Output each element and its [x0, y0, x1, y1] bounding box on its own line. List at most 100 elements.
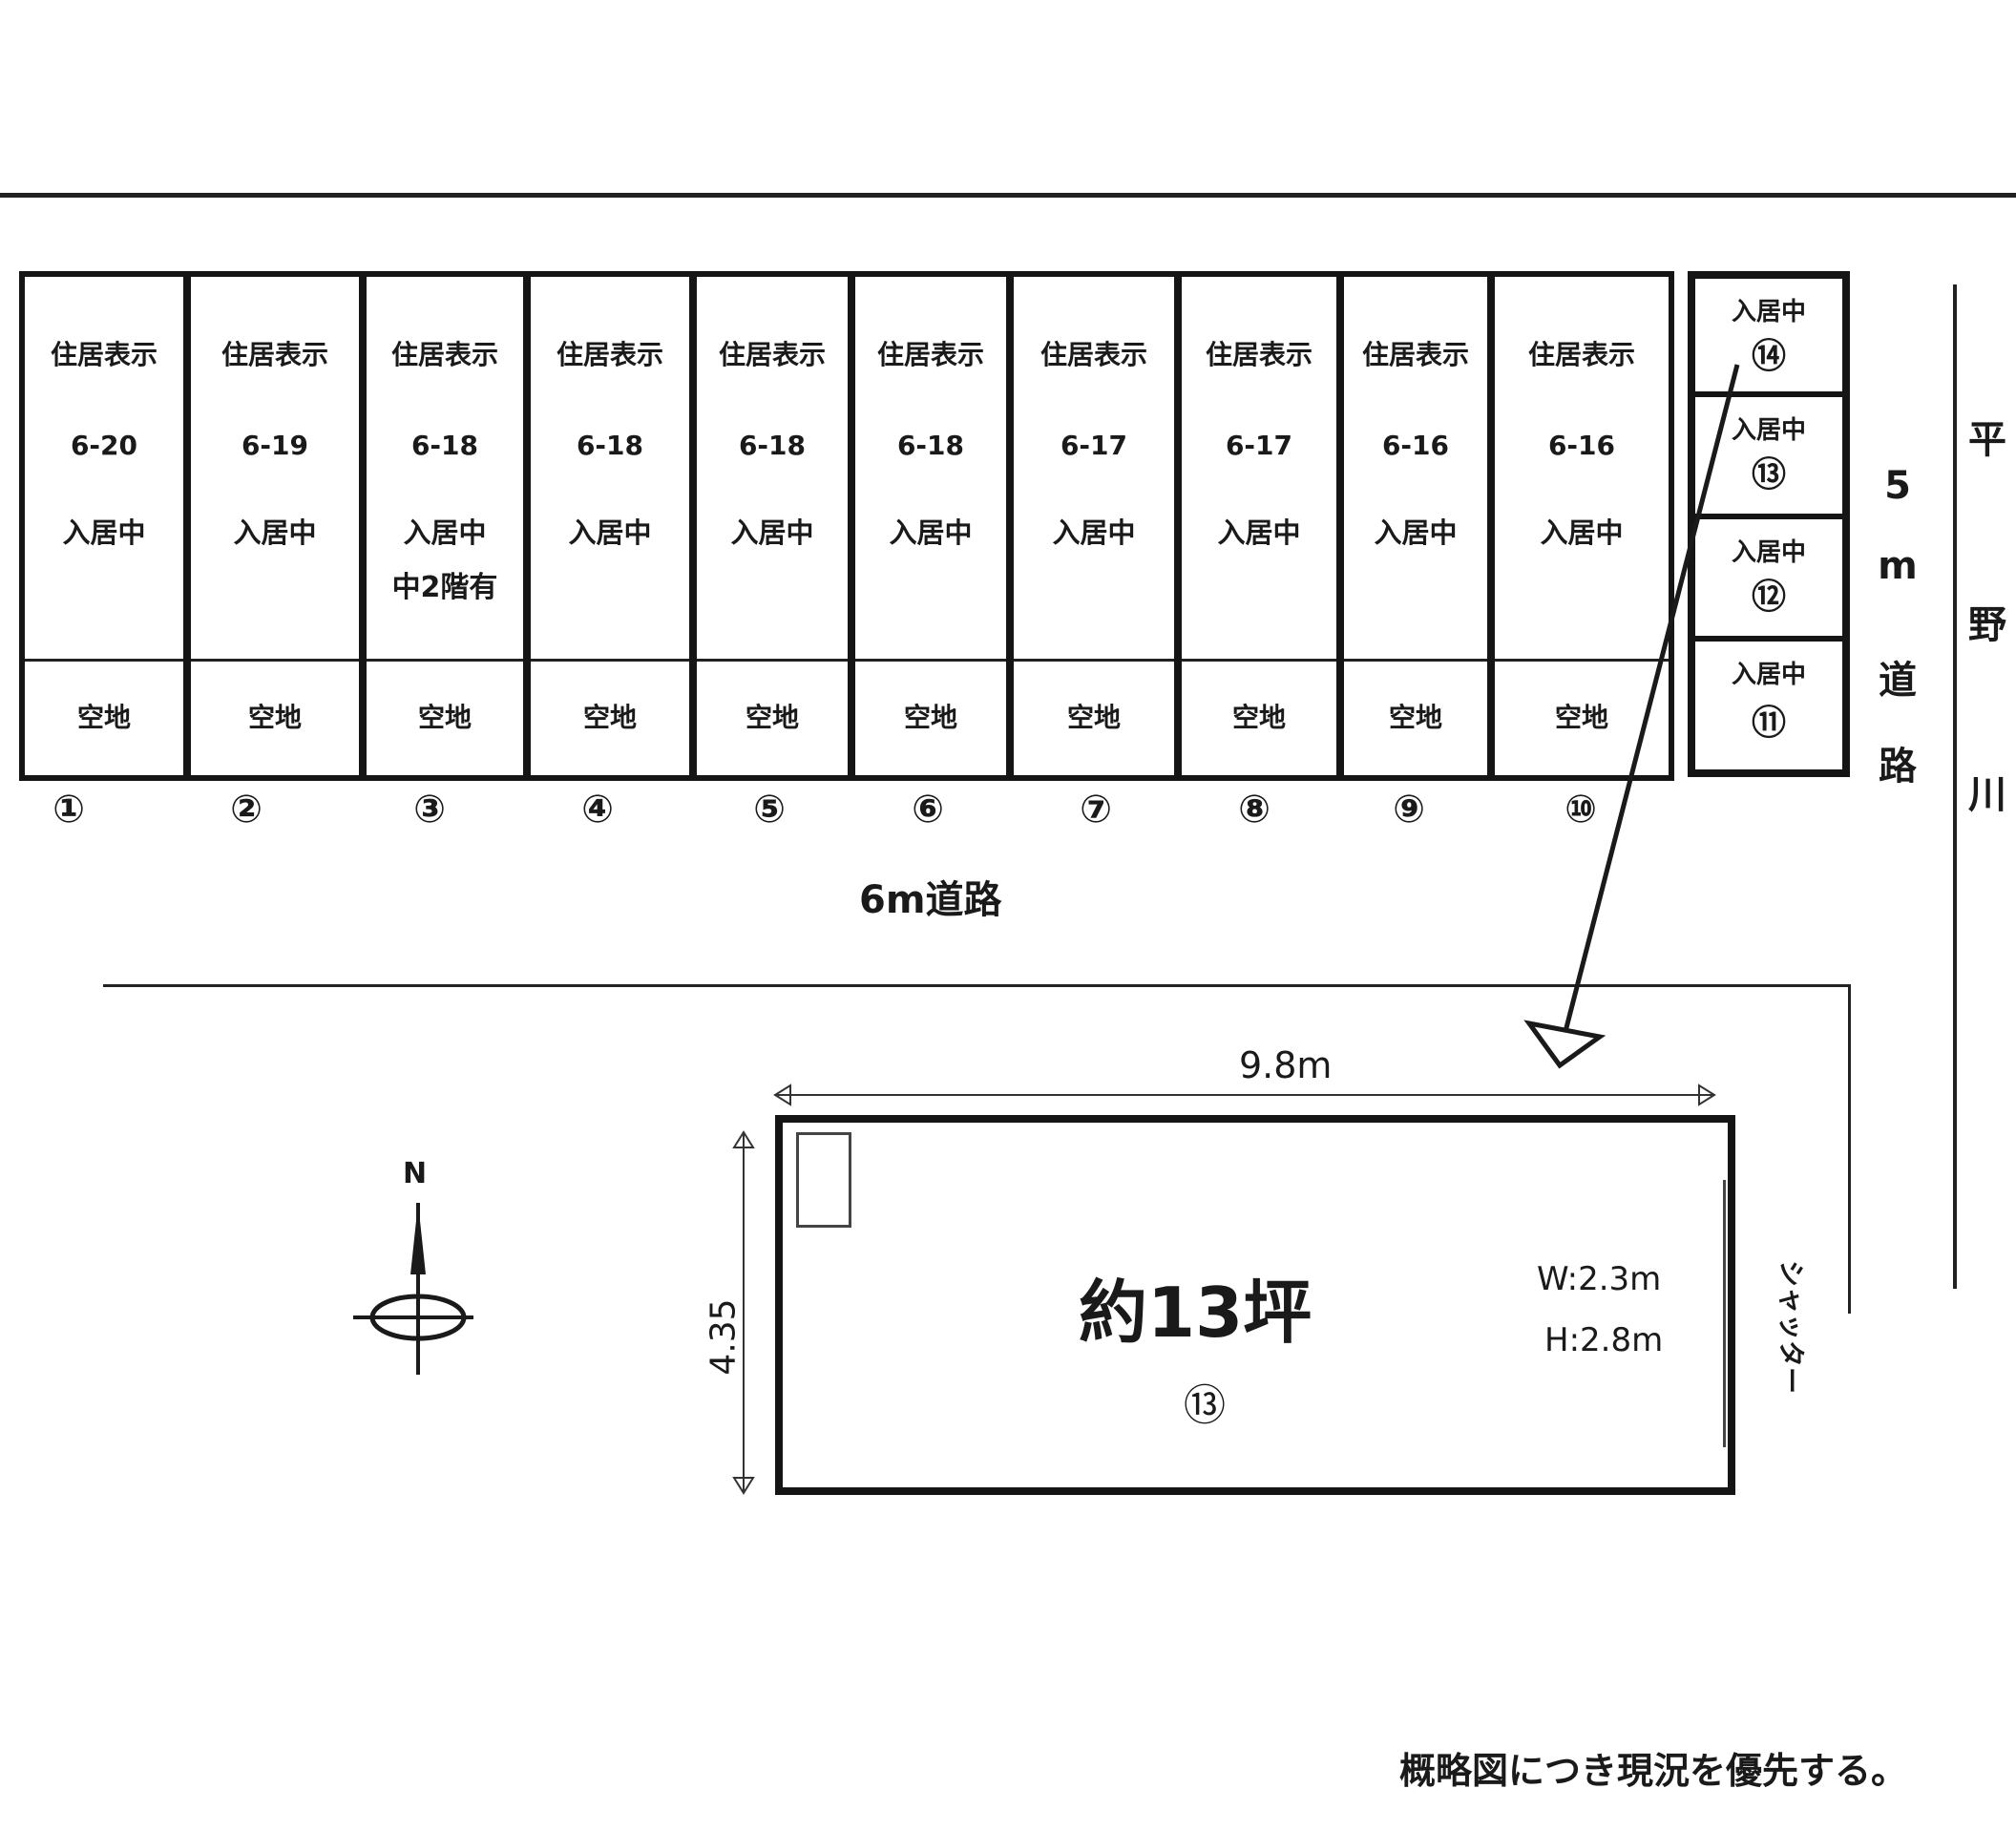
unit-status: 入居中 — [62, 516, 146, 549]
unit-address-number: 6-18 — [410, 430, 479, 461]
side-unit[interactable]: 入居中 ⑪ — [1695, 642, 1842, 769]
plan-area-label: 約13坪 — [1079, 1273, 1312, 1353]
unit-yard-label: 空地 — [247, 702, 302, 733]
unit-status: 入居中 — [889, 516, 973, 549]
east-road-char: 路 — [1879, 745, 1917, 789]
unit-address-label: 住居表示 — [50, 339, 158, 370]
yard-divider — [1182, 659, 1336, 662]
unit-address-label: 住居表示 — [718, 339, 826, 370]
unit-address-label: 住居表示 — [1205, 339, 1312, 370]
unit-status: 入居中 — [1217, 516, 1301, 549]
unit-number: ⑧ — [1238, 788, 1270, 831]
unit-address-number: 6-20 — [70, 430, 138, 461]
side-unit-divider — [1695, 514, 1842, 519]
unit-number: ⑩ — [1564, 788, 1597, 831]
unit-block[interactable]: 住居表示 6-20 入居中空地 — [19, 271, 189, 781]
yard-divider — [25, 659, 183, 662]
side-unit[interactable]: 入居中 ⑬ — [1695, 397, 1842, 516]
south-road-label: 6m道路 — [859, 878, 1002, 922]
unit-status: 入居中 — [403, 516, 487, 549]
road-edge-line — [103, 984, 1850, 987]
side-unit-status: 入居中 — [1731, 661, 1806, 689]
side-unit-status: 入居中 — [1731, 538, 1806, 567]
unit-number: ① — [52, 788, 85, 831]
unit-address-number: 6-17 — [1225, 430, 1293, 461]
unit-address-label: 住居表示 — [1527, 339, 1635, 370]
unit-yard-label: 空地 — [745, 702, 799, 733]
river-line — [1953, 284, 1957, 1289]
side-unit-stack: 入居中 ⑭ 入居中 ⑬ 入居中 ⑫ 入居中 ⑪ — [1688, 271, 1850, 777]
yard-divider — [1014, 659, 1174, 662]
unit-yard-label: 空地 — [1388, 702, 1442, 733]
unit-address-label: 住居表示 — [220, 339, 328, 370]
unit-address-label: 住居表示 — [876, 339, 984, 370]
unit-yard-label: 空地 — [76, 702, 131, 733]
unit-block[interactable]: 住居表示 6-16 入居中空地 — [1338, 271, 1493, 781]
yard-divider — [1344, 659, 1487, 662]
river-char: 平 — [1968, 418, 2006, 462]
side-unit-number: ⑬ — [1751, 455, 1786, 495]
unit-number: ③ — [413, 788, 446, 831]
unit-address-label: 住居表示 — [1040, 339, 1147, 370]
yard-divider — [531, 659, 689, 662]
unit-yard-label: 空地 — [1554, 702, 1608, 733]
unit-address-number: 6-18 — [738, 430, 807, 461]
unit-address-number: 6-19 — [241, 430, 309, 461]
compass-north-label: N — [403, 1157, 428, 1190]
side-unit-number: ⑭ — [1751, 337, 1786, 376]
footnote: 概略図につき現況を優先する。 — [1399, 1750, 1908, 1792]
yard-divider — [191, 659, 359, 662]
yard-divider — [1495, 659, 1669, 662]
side-unit[interactable]: 入居中 ⑭ — [1695, 279, 1842, 393]
plan-unit-number: ⑬ — [1184, 1381, 1226, 1430]
unit-block[interactable]: 住居表示 6-19 入居中空地 — [185, 271, 365, 781]
unit-address-number: 6-18 — [896, 430, 965, 461]
unit-note: 中2階有 — [391, 571, 498, 604]
east-road-char: 5 — [1884, 464, 1911, 508]
unit-status: 入居中 — [1540, 516, 1624, 549]
plan-width-label: 9.8m — [1239, 1044, 1333, 1086]
east-road-char: m — [1878, 544, 1918, 588]
unit-block[interactable]: 住居表示 6-17 入居中空地 — [1176, 271, 1342, 781]
side-unit-number: ⑪ — [1751, 704, 1786, 743]
unit-yard-label: 空地 — [903, 702, 957, 733]
yard-divider — [697, 659, 848, 662]
river-char: 川 — [1968, 773, 2006, 817]
unit-address-number: 6-17 — [1060, 430, 1128, 461]
unit-block[interactable]: 住居表示 6-18 入居中空地 — [850, 271, 1012, 781]
unit-block[interactable]: 住居表示 6-18 入居中空地 — [691, 271, 853, 781]
unit-number: ⑤ — [753, 788, 786, 831]
unit-yard-label: 空地 — [417, 702, 472, 733]
side-unit[interactable]: 入居中 ⑫ — [1695, 519, 1842, 639]
shutter-height: H:2.8m — [1544, 1321, 1664, 1359]
unit-address-label: 住居表示 — [390, 339, 498, 370]
unit-address-number: 6-18 — [576, 430, 644, 461]
unit-status: 入居中 — [730, 516, 814, 549]
unit-number: ② — [230, 788, 262, 831]
unit-block[interactable]: 住居表示 6-16 入居中空地 — [1489, 271, 1674, 781]
side-unit-number: ⑫ — [1751, 578, 1786, 617]
unit-address-number: 6-16 — [1381, 430, 1450, 461]
unit-status: 入居中 — [1052, 516, 1136, 549]
unit-address-number: 6-16 — [1547, 430, 1616, 461]
unit-status: 入居中 — [233, 516, 317, 549]
unit-floor-plan[interactable]: 約13坪 ⑬ W:2.3m H:2.8m — [775, 1115, 1735, 1495]
unit-address-label: 住居表示 — [1361, 339, 1469, 370]
top-boundary-line — [0, 193, 2016, 198]
plan-height-label: 4.35 — [704, 1298, 744, 1376]
road-edge-line-east — [1848, 984, 1851, 1314]
unit-number: ⑨ — [1393, 788, 1425, 831]
river-char: 野 — [1968, 603, 2006, 647]
unit-status: 入居中 — [1374, 516, 1458, 549]
side-unit-divider — [1695, 391, 1842, 397]
yard-divider — [855, 659, 1006, 662]
shutter-width: W:2.3m — [1537, 1260, 1662, 1298]
side-unit-status: 入居中 — [1731, 298, 1806, 326]
unit-block[interactable]: 住居表示 6-18 入居中中2階有空地 — [361, 271, 529, 781]
unit-number: ④ — [581, 788, 614, 831]
unit-yard-label: 空地 — [1231, 702, 1286, 733]
